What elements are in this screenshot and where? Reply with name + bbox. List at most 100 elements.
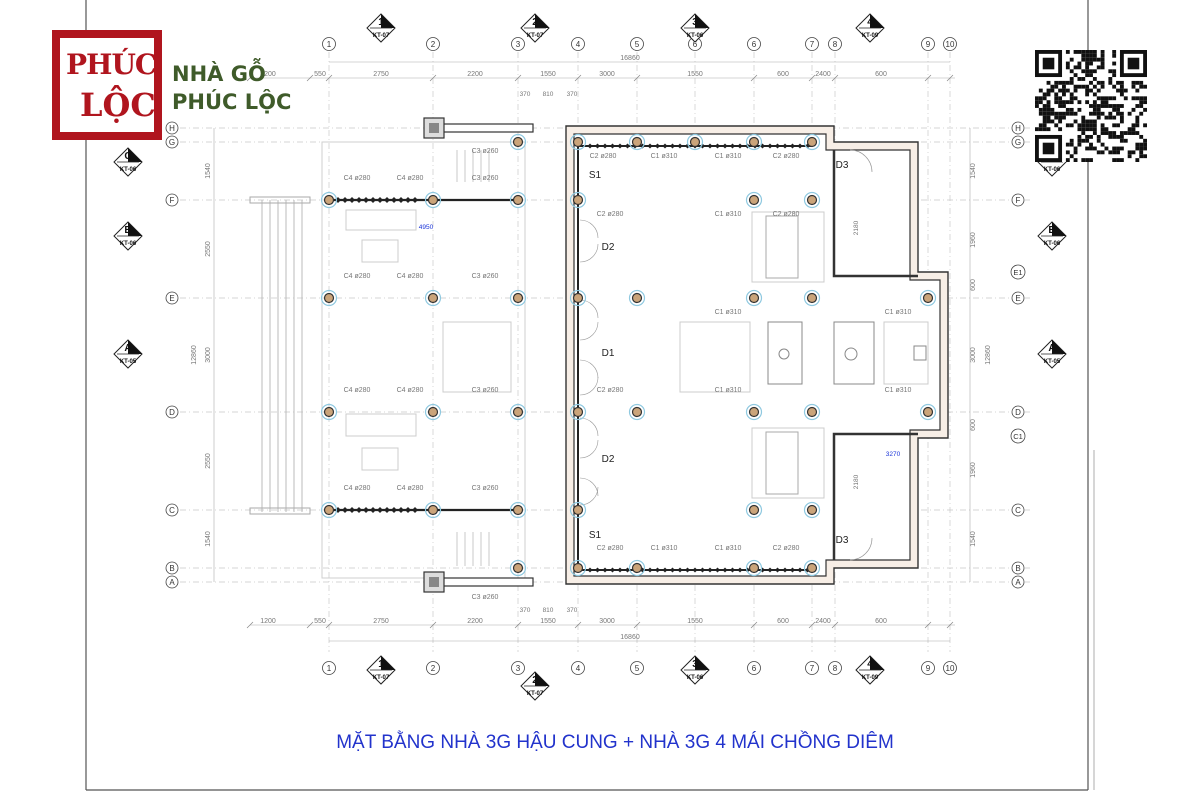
dim-value-1-0: 1200 [260, 618, 276, 625]
qr-module-145 [1058, 104, 1063, 108]
qr-module-297 [1127, 150, 1132, 155]
section-right-1-label: B [1048, 225, 1055, 236]
column-ring-37 [745, 559, 763, 577]
qr-module-264 [1077, 138, 1082, 143]
column-4 [572, 136, 584, 148]
section-bottom-1-label: 2 [532, 675, 538, 686]
qr-module-15 [1092, 50, 1097, 54]
qr-module-164 [1077, 107, 1082, 112]
qr-module-103 [1046, 92, 1051, 97]
right-wall-bead-1-27 [790, 567, 795, 573]
qr-module-167 [1112, 107, 1117, 112]
dim-value-0-0: 1200 [260, 71, 276, 78]
qr-module-97 [1096, 88, 1101, 93]
qr-module-105 [1062, 92, 1066, 97]
right-inner-wall [573, 133, 941, 577]
grid-letter-1-6: B [1015, 564, 1020, 573]
column-13 [427, 292, 439, 304]
grid-letter-bubble-1-3 [1011, 291, 1025, 305]
column-label-10: C2 ø280 [773, 211, 800, 218]
grid-label-top-7: 8 [833, 40, 838, 49]
grid-letter-bubble-1-6 [1011, 561, 1025, 575]
qr-module-153 [1112, 104, 1117, 108]
qr-module-243 [1081, 131, 1086, 135]
right-altar-3 [833, 321, 875, 385]
left-partition-bead-0-5 [370, 197, 376, 203]
qr-module-32 [1077, 61, 1082, 66]
right-altar-2 [767, 321, 803, 385]
qr-module-195 [1081, 115, 1086, 120]
qr-module-278 [1143, 142, 1147, 147]
right-wall-bead-1-18 [722, 567, 728, 573]
qr-module-259 [1112, 134, 1117, 139]
section-top-0-label: 1 [378, 17, 384, 28]
right-wall-bead-0-3 [610, 143, 615, 149]
qr-module-76 [1062, 84, 1066, 89]
qr-module-241 [1127, 127, 1132, 132]
qr-module-71 [1131, 80, 1136, 85]
qr-module-24 [1069, 57, 1074, 62]
qr-module-9 [1065, 50, 1070, 54]
qr-module-41 [1096, 65, 1101, 70]
right-wall-bead-1-14 [692, 567, 698, 573]
qr-module-296 [1116, 150, 1120, 155]
qr-module-122 [1123, 96, 1128, 101]
column-ring-6 [686, 133, 704, 151]
door-label-0: S1 [589, 170, 602, 181]
qr-module-199 [1112, 115, 1117, 120]
qr-module-156 [1135, 104, 1140, 108]
dim-left-2: 3000 [205, 347, 212, 363]
column-26 [806, 406, 818, 418]
brand-name-line1: NHÀ GỖ [172, 62, 266, 86]
grid-label-top-4: 5 [635, 40, 640, 49]
qr-module-59 [1046, 80, 1051, 85]
right-wall-bead-0-25 [775, 143, 780, 149]
left-partition-bead-0-6 [377, 197, 383, 203]
column-15 [572, 292, 584, 304]
section-bottom-3-ref: KT-09 [862, 675, 879, 681]
grid-label-center-0: 6 [693, 40, 698, 49]
qr-module-312 [1135, 158, 1140, 162]
qr-module-16 [1100, 50, 1105, 54]
grid-label-bottom-2: 3 [516, 664, 521, 673]
qr-module-279 [1073, 146, 1078, 151]
column-label-6: C1 ø310 [715, 153, 742, 160]
column-ring-35 [569, 559, 587, 577]
door-swing-b-0 [579, 243, 599, 263]
left-partition-bead-1-2 [349, 507, 355, 513]
column-ring-0 [509, 133, 527, 151]
column-ring-3 [509, 191, 527, 209]
qr-module-263 [1069, 138, 1074, 143]
dim-tick-1-8 [808, 621, 816, 629]
misc-dim-1: 2180 [853, 474, 860, 489]
right-bed-1-inner [765, 215, 799, 279]
column-ring-5 [628, 133, 646, 151]
qr-module-30 [1100, 57, 1105, 62]
left-partition-bead-1-11 [412, 507, 418, 513]
qr-module-77 [1073, 84, 1078, 89]
left-partition-bead-1-6 [377, 507, 383, 513]
qr-module-236 [1085, 127, 1090, 132]
grid-bubble-bottom-8 [921, 661, 935, 675]
right-bed-2 [751, 427, 825, 499]
column-16 [631, 292, 643, 304]
qr-module-39 [1077, 65, 1082, 70]
grid-letter-0-1: G [169, 138, 175, 147]
left-table-3 [345, 413, 417, 437]
column-6 [689, 136, 701, 148]
right-wall-bead-0-26 [782, 143, 788, 149]
qr-module-211 [1119, 119, 1124, 124]
grid-bubble-top-8 [921, 37, 935, 51]
left-building [249, 117, 534, 593]
dim-sub-0-0: 370 [520, 91, 531, 98]
section-top-2-ref: KT-06 [687, 33, 704, 39]
column-ring-24 [628, 403, 646, 421]
qr-module-256 [1089, 134, 1093, 139]
left-partition-bead-0-1 [342, 197, 348, 203]
left-top-wall [442, 123, 534, 133]
qr-module-276 [1135, 142, 1140, 147]
qr-module-152 [1108, 104, 1113, 108]
column-22 [512, 406, 524, 418]
qr-module-102 [1042, 92, 1047, 97]
qr-module-140 [1139, 100, 1144, 105]
